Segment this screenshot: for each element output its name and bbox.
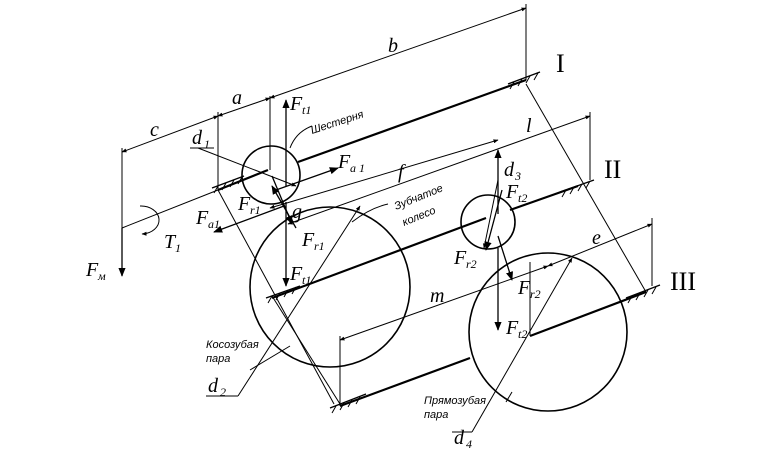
force-label-fr1-right: F r1 xyxy=(301,229,325,253)
support-shaft-2-left xyxy=(265,285,301,304)
shaft-3-left-segment xyxy=(339,356,471,408)
force-label-fr2-right: F r2 xyxy=(517,277,541,301)
svg-text:r2: r2 xyxy=(530,287,541,301)
force-fa1-left-arrow xyxy=(213,205,285,233)
dimension-e xyxy=(547,218,653,286)
helical-gear-wheel xyxy=(249,206,411,368)
svg-text:a 1: a 1 xyxy=(350,161,365,175)
dimension-b xyxy=(269,4,527,99)
dim-label-c: c xyxy=(150,119,159,141)
force-arrows xyxy=(118,99,513,331)
dim-label-f: f xyxy=(398,161,406,183)
note-helical-line2: пара xyxy=(206,353,230,365)
pinion-gear-1 xyxy=(241,145,301,205)
note-leaders xyxy=(249,125,513,403)
svg-text:r1: r1 xyxy=(250,203,261,217)
svg-text:F: F xyxy=(85,259,99,281)
force-label-ft2-bottom: F t2 xyxy=(505,317,527,341)
frame-lines xyxy=(217,83,647,405)
svg-text:F: F xyxy=(505,181,519,203)
note-pinion: Шестерня xyxy=(309,108,365,136)
force-label-fa1-top: F a 1 xyxy=(337,151,365,175)
shaft-1-input-end xyxy=(121,189,219,229)
force-label-ft1-top: F t1 xyxy=(289,93,311,117)
svg-text:1: 1 xyxy=(204,137,210,151)
note-spur-line1: Прямозубая xyxy=(424,395,486,407)
force-fa1-right-arrow xyxy=(275,167,339,191)
note-gear-wheel-line1: Зубчатое xyxy=(393,182,445,212)
diameter-d2-leader xyxy=(206,205,361,397)
shaft-3 xyxy=(329,284,661,414)
note-spur-line2: пара xyxy=(424,409,448,421)
svg-text:t1: t1 xyxy=(302,273,311,287)
svg-text:F: F xyxy=(289,263,303,285)
dimension-m xyxy=(339,262,549,406)
shaft-1 xyxy=(121,71,541,229)
dim-label-l: l xyxy=(526,115,532,137)
diameter-label-d4: d 4 xyxy=(454,427,472,451)
force-fr2-down-arrow xyxy=(497,235,513,281)
diameter-d1-leader xyxy=(190,147,297,187)
dim-label-g: g xyxy=(292,201,302,223)
force-fr1-up-arrow xyxy=(271,185,297,229)
svg-text:F: F xyxy=(453,247,467,269)
shaft-3-right-segment xyxy=(529,290,647,338)
svg-text:d: d xyxy=(208,375,219,397)
svg-text:F: F xyxy=(301,229,315,251)
support-shaft-2-right xyxy=(559,179,595,198)
torque-label-t1: T 1 xyxy=(164,231,181,255)
svg-text:м: м xyxy=(97,269,106,283)
note-helical-line1: Косозубая xyxy=(206,339,259,351)
diameter-label-d2: d 2 xyxy=(208,375,226,399)
svg-text:r2: r2 xyxy=(466,257,477,271)
svg-text:F: F xyxy=(517,277,531,299)
support-shaft-3-right xyxy=(625,284,661,304)
force-label-ft1-bottom: F t1 xyxy=(289,263,311,287)
dimension-c xyxy=(121,112,219,228)
svg-text:2: 2 xyxy=(220,385,226,399)
svg-text:t2: t2 xyxy=(518,327,527,341)
diameter-d3-leader xyxy=(482,179,499,249)
svg-text:t2: t2 xyxy=(518,191,527,205)
svg-text:t1: t1 xyxy=(302,103,311,117)
svg-text:F: F xyxy=(289,93,303,115)
diameter-label-d1: d 1 xyxy=(192,127,210,151)
shaft-label-3: III xyxy=(670,267,696,296)
dimension-f xyxy=(269,139,499,209)
force-label-fr1-left: F r1 xyxy=(237,193,261,217)
diameter-label-d3: d 3 xyxy=(504,159,521,183)
svg-text:F: F xyxy=(505,317,519,339)
spur-gear-wheel xyxy=(468,252,628,412)
support-shaft-3-left xyxy=(329,393,367,414)
svg-text:d: d xyxy=(192,127,203,149)
svg-text:T: T xyxy=(164,231,177,253)
force-label-fm: F м xyxy=(85,259,106,283)
force-label-fa1-left: F a1 xyxy=(195,207,220,231)
force-label-ft2-top: F t2 xyxy=(505,181,527,205)
svg-text:a1: a1 xyxy=(208,217,220,231)
shaft-2-left-segment xyxy=(271,216,487,300)
dim-label-a: a xyxy=(232,87,242,109)
dim-label-m: m xyxy=(430,285,444,307)
shaft-label-1: I xyxy=(556,49,565,78)
svg-text:3: 3 xyxy=(514,169,521,183)
svg-text:d: d xyxy=(454,427,465,449)
svg-text:1: 1 xyxy=(175,241,181,255)
svg-text:4: 4 xyxy=(466,437,472,451)
svg-text:F: F xyxy=(195,207,209,229)
svg-text:r1: r1 xyxy=(314,239,325,253)
force-fr2-left-arrow xyxy=(484,189,503,251)
support-shaft-1-left xyxy=(211,175,245,194)
svg-text:d: d xyxy=(504,159,515,181)
dim-label-e: e xyxy=(592,227,601,249)
shaft-label-2: II xyxy=(604,155,621,184)
dim-label-b: b xyxy=(388,35,398,57)
svg-text:F: F xyxy=(337,151,351,173)
svg-text:F: F xyxy=(237,193,251,215)
force-label-fr2-left: F r2 xyxy=(453,247,477,271)
torque-t1-arc xyxy=(139,205,160,236)
diameter-d4-leader xyxy=(452,257,573,433)
